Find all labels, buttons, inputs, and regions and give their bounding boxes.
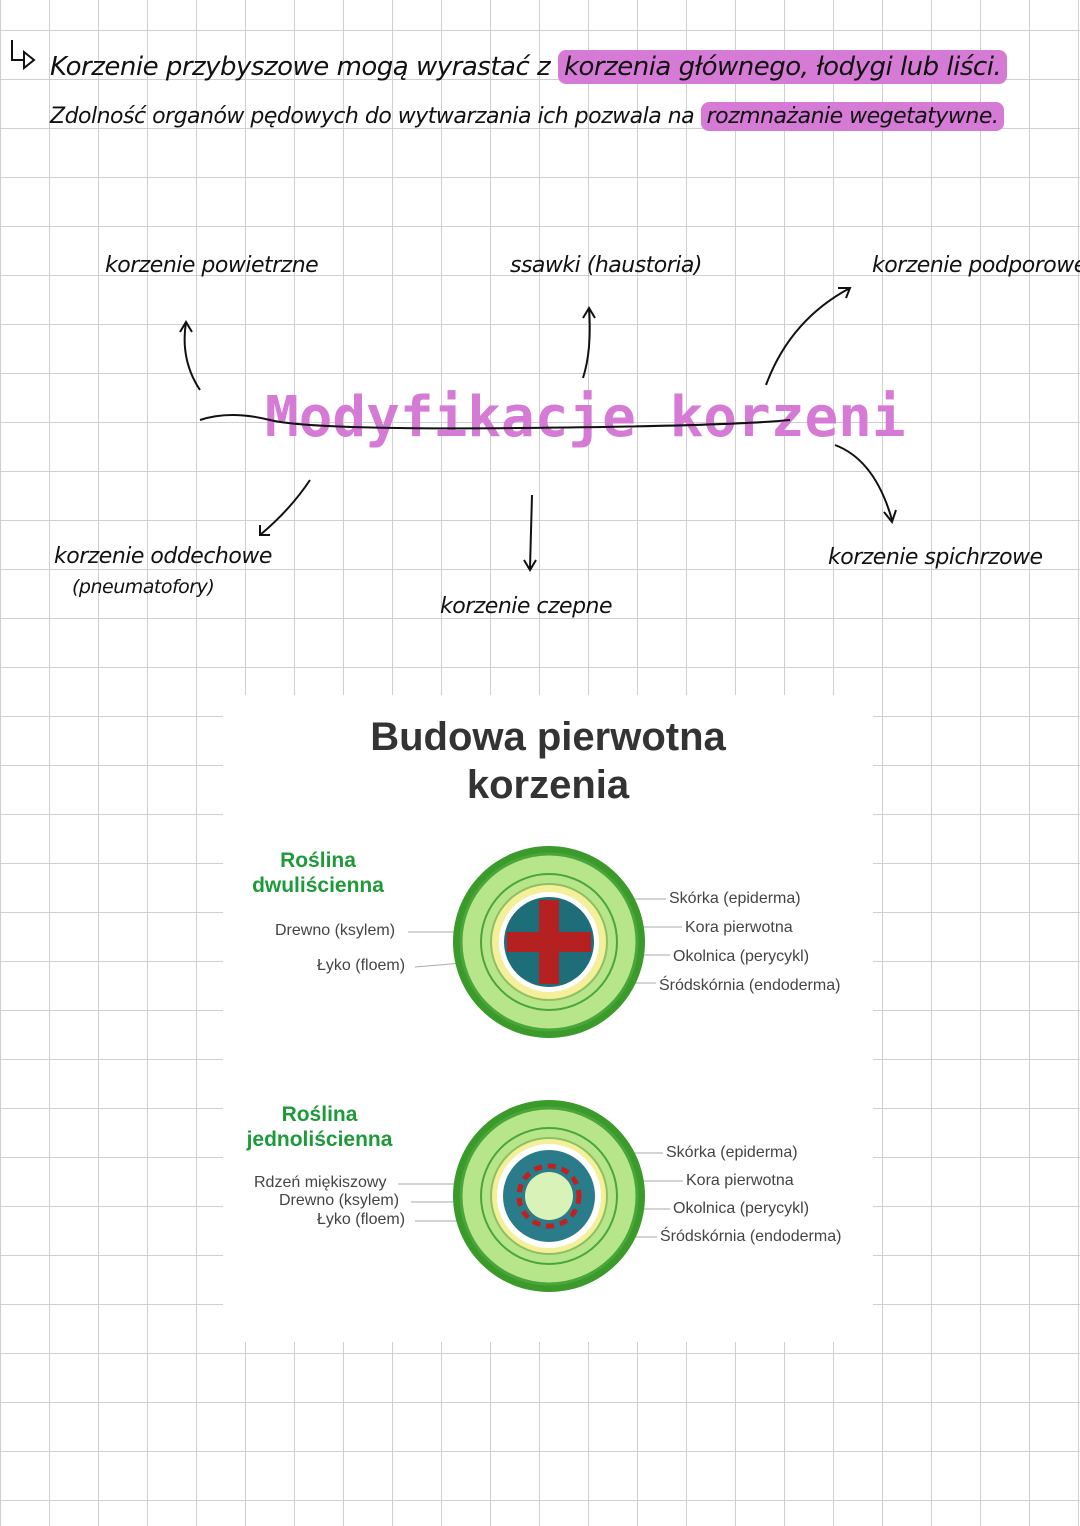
note-line-1: Korzenie przybyszowe mogą wyrastać z kor… [50, 50, 1008, 84]
label: Łyko (floem) [317, 1211, 406, 1228]
label: Śródskórnia (endoderma) [659, 977, 841, 994]
root-cross-sections [398, 846, 683, 1292]
branch-haustoria: ssawki (haustoria) [510, 253, 702, 278]
branch-prop: korzenie podporowe [872, 253, 1080, 278]
highlight: korzenia głównego, łodygi lub liści. [557, 50, 1008, 84]
branch-aerial: korzenie powietrzne [105, 253, 319, 278]
label: Rdzeń miękiszowy [254, 1174, 387, 1191]
label: Łyko (floem) [317, 957, 406, 974]
branch-breathing: korzenie oddechowe [54, 544, 272, 569]
highlight: rozmnażanie wegetatywne. [700, 102, 1005, 131]
label: Kora pierwotna [686, 1172, 794, 1189]
label: Skórka (epiderma) [669, 890, 801, 907]
label: Kora pierwotna [685, 919, 793, 936]
label: Skórka (epiderma) [666, 1144, 798, 1161]
branch-storage: korzenie spichrzowe [828, 545, 1043, 570]
note-line-2: Zdolność organów pędowych do wytwarzania… [50, 102, 1005, 131]
mindmap-arrows [179, 287, 897, 572]
label: Okolnica (perycykl) [673, 1200, 810, 1217]
mindmap-title: Modyfikacje korzeni [265, 385, 906, 450]
label: Okolnica (perycykl) [673, 948, 810, 965]
branch-breathing-sub: (pneumatofory) [72, 576, 215, 598]
label: Drewno (ksylem) [275, 922, 396, 939]
label: Drewno (ksylem) [279, 1192, 400, 1209]
branch-clinging: korzenie czepne [440, 594, 613, 619]
dicot-cross-section [453, 846, 645, 1038]
monocot-cross-section [453, 1100, 645, 1292]
label: Śródskórnia (endoderma) [660, 1228, 842, 1245]
